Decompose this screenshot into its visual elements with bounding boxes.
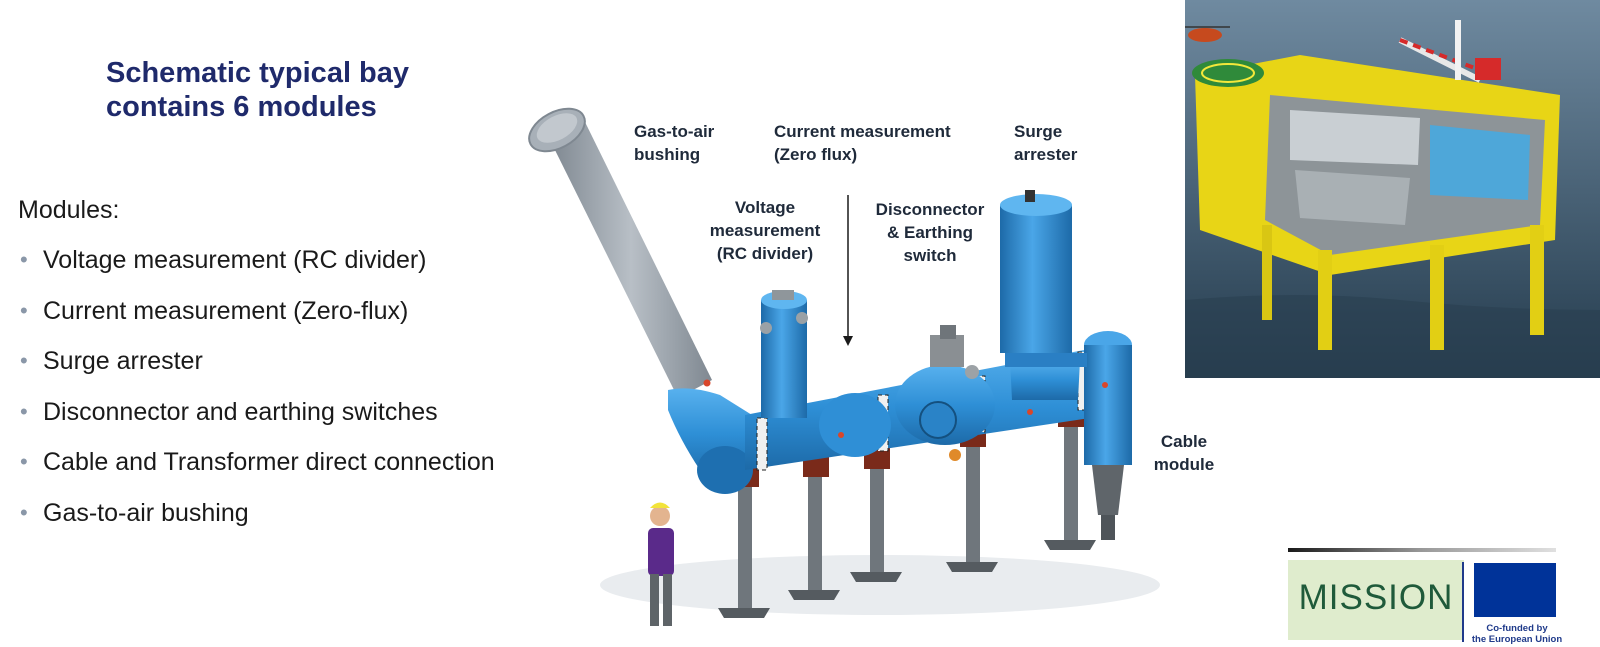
module-item: • Cable and Transformer direct connection — [18, 446, 495, 497]
modules-list: • Voltage measurement (RC divider) • Curre… — [18, 244, 495, 547]
module-item: • Disconnector and earthing switches — [18, 396, 495, 447]
bullet-icon: • — [20, 398, 28, 424]
offshore-platform-image — [1185, 0, 1600, 378]
voltage-measurement-cylinder — [760, 290, 808, 418]
label-current-measurement: Current measurement(Zero flux) — [774, 122, 951, 164]
slide-title-line-2: contains 6 modules — [106, 91, 377, 123]
logo-separator — [1462, 562, 1464, 642]
worker-figure — [648, 502, 674, 626]
eu-flag-icon — [1474, 563, 1556, 617]
switchgear-bay-illustration — [528, 107, 1160, 626]
bullet-icon: • — [20, 499, 28, 525]
bullet-icon: • — [20, 297, 28, 323]
bullet-icon: • — [20, 348, 28, 373]
bullet-icon: • — [20, 449, 28, 474]
module-item: • Current measurement (Zero-flux) — [18, 295, 495, 346]
module-item-label: Cable and Transformer direct connection — [43, 448, 495, 476]
modules-heading: Modules: — [18, 196, 120, 224]
mission-logo-text: MISSION — [1298, 578, 1454, 617]
module-item-label: Voltage measurement (RC divider) — [43, 246, 427, 274]
gas-to-air-bushing-shape — [528, 107, 712, 398]
bullet-icon: • — [20, 247, 28, 272]
mission-logo: MISSION — [1288, 560, 1464, 640]
module-item-label: Gas-to-air bushing — [43, 498, 249, 527]
module-item: • Gas-to-air bushing — [18, 497, 495, 548]
module-item: • Surge arrester — [18, 345, 495, 396]
module-item-label: Current measurement (Zero-flux) — [43, 296, 409, 325]
support-stands — [718, 405, 1096, 618]
logo-divider-strip — [1288, 548, 1556, 552]
module-item: • Voltage measurement (RC divider) — [18, 244, 495, 295]
slide-title-line-1: Schematic typical bay — [106, 57, 410, 89]
module-item-label: Surge arrester — [43, 347, 203, 375]
module-item-label: Disconnector and earthing switches — [43, 397, 438, 426]
slide-title: Schematic typical bay contains 6 modules — [106, 56, 409, 124]
surge-arrester-cylinder — [1000, 190, 1087, 400]
